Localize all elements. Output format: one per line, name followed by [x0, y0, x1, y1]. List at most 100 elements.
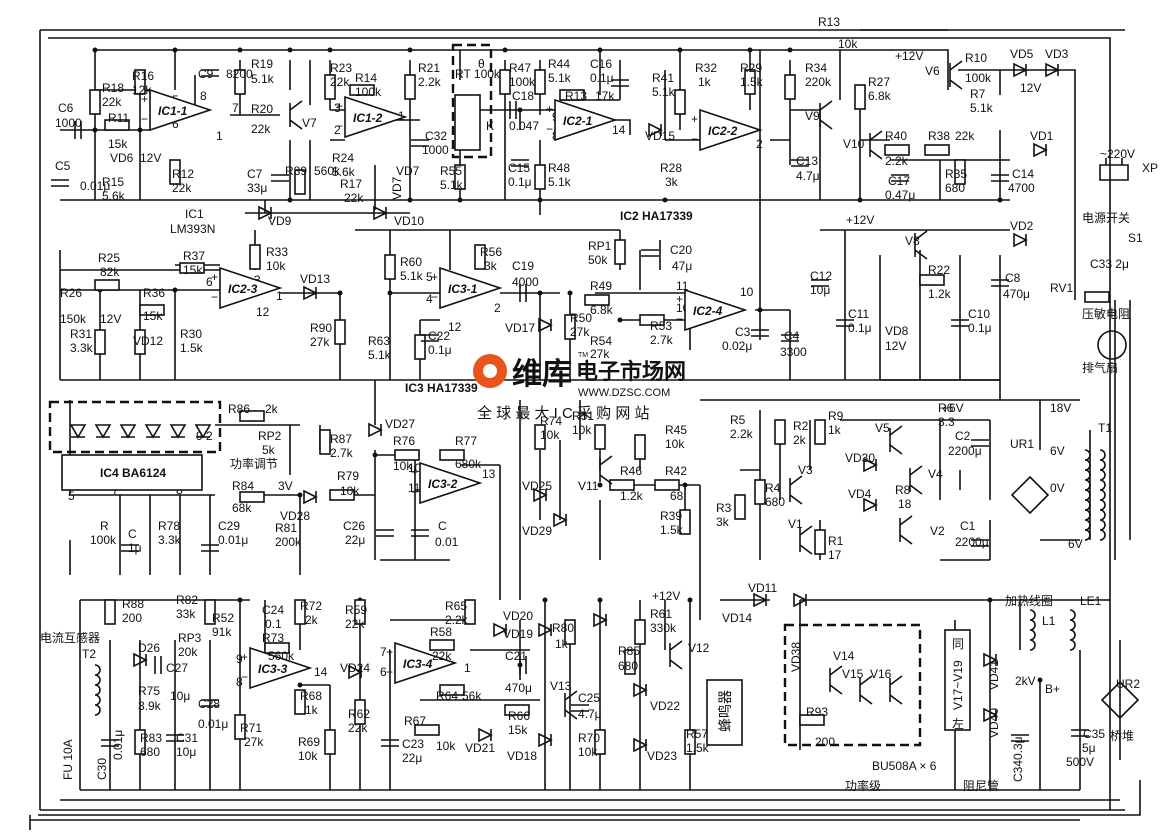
label-V8: V8 [905, 234, 920, 248]
label-V14: V14 [833, 649, 855, 663]
transistor-emitter [289, 119, 303, 130]
junction-dot [287, 197, 293, 203]
resistor-glyph [234, 714, 246, 740]
label-R75: R75 [138, 684, 160, 698]
label-R34: R34 [805, 61, 827, 75]
label-R75v: 3.9k [138, 699, 162, 713]
label-VD5: VD5 [1010, 47, 1034, 61]
junction-dot [327, 47, 333, 53]
pin-number: 10 [408, 461, 422, 475]
resistor-glyph [499, 69, 511, 95]
resistor-glyph [429, 639, 455, 651]
resistor-glyph [784, 74, 796, 100]
pin-number: 8 [236, 675, 243, 689]
label-VD9: VD9 [268, 214, 292, 228]
label-R49: R49 [590, 279, 612, 293]
label-C9: C9 [198, 67, 214, 81]
label-C34v: 0.3μ [1011, 736, 1025, 760]
transistor-emitter [669, 659, 683, 670]
label-L1: L1 [1042, 614, 1056, 628]
label-C29: C29 [218, 519, 240, 533]
label-fan: 排气扇 [1082, 360, 1118, 375]
transistor-collector [789, 475, 803, 486]
label-R86: R86 [228, 402, 250, 416]
ic4-chip [61, 454, 203, 491]
opamp-minus: − [411, 485, 418, 499]
label-VD23: VD23 [647, 749, 677, 763]
label-R13b: R13 [565, 89, 587, 103]
label-R56: R56 [480, 245, 502, 259]
label-VD19: VD19 [503, 627, 533, 641]
label-R15: R15 [102, 175, 124, 189]
label-R62v: 22k [348, 721, 368, 735]
label-C31: C31 [176, 731, 198, 745]
resistor-glyph [609, 479, 635, 491]
resistor-glyph [294, 599, 306, 625]
pin-number: 6 [206, 275, 213, 289]
label-R54v: 27k [590, 347, 610, 361]
label-R63v: 5.1k [368, 348, 392, 362]
label-R6: R6 [938, 401, 954, 415]
opamp-label: IC1-1 [158, 104, 188, 118]
vertical-labels: VD7 VD38 V17~V19 VD41 VD40 C34 0.3μ FU 1… [61, 176, 1025, 782]
label-RP2: RP2 [258, 429, 282, 443]
label-C10: C10 [968, 307, 990, 321]
resistor-glyph [134, 329, 146, 355]
label-R81: R81 [275, 521, 297, 535]
label-R33: R33 [266, 245, 288, 259]
resistor-glyph [799, 714, 825, 726]
resistor-glyph [234, 69, 246, 95]
resistor-glyph [439, 684, 465, 696]
label-R50v: 27k [570, 325, 590, 339]
transistor-emitter [799, 544, 813, 555]
resistor-glyph [169, 159, 181, 185]
led-icon [169, 424, 187, 439]
opamp-plus: + [141, 92, 148, 106]
label-VD30: VD30 [845, 451, 875, 465]
label-R71: R71 [240, 721, 262, 735]
opamp-label: IC3-3 [258, 662, 288, 676]
resistor-glyph [744, 69, 756, 95]
transistor-collector [889, 425, 903, 436]
resistor-glyph [854, 84, 866, 110]
opamp-minus: − [336, 119, 343, 133]
transistor-collector [859, 675, 873, 686]
label-C35u: 500V [1066, 755, 1094, 769]
opamp-minus: − [141, 112, 148, 126]
transistor-collector [899, 515, 913, 526]
resistor-glyph [954, 159, 966, 185]
label-R57: R57 [686, 727, 708, 741]
opamp-triangle [149, 88, 213, 132]
label-C16v: 0.1μ [590, 71, 614, 85]
label-R38: R38 [928, 129, 950, 143]
label-R37: R37 [183, 249, 205, 263]
resistor-glyph [239, 491, 265, 503]
label-R41v: 5.1k [652, 85, 676, 99]
transistor-emitter [949, 79, 963, 90]
label-K: K [486, 119, 494, 133]
opamp-plus: + [676, 292, 683, 306]
label-R15v: 5.6k [102, 189, 126, 203]
label-VD6v: 12V [140, 151, 161, 165]
label-R53v: 2.7k [650, 333, 674, 347]
label-VD28: VD28 [280, 509, 310, 523]
diode-glyph [863, 497, 878, 513]
label-buzzer: 蜂鸣器 [717, 690, 733, 732]
opamp-label: IC3-2 [428, 477, 458, 491]
pin-number: 6 [380, 665, 387, 679]
label-R46: R46 [620, 464, 642, 478]
label-R35: R35 [945, 167, 967, 181]
label-VD12v: 12V [100, 312, 121, 326]
resistor-glyph [654, 479, 680, 491]
resistor-glyph [924, 144, 950, 156]
label-RV1: RV1 [1050, 281, 1073, 295]
label-VD40: VD40 [987, 708, 1001, 738]
opamp-triangle [684, 288, 748, 332]
label-C5: C5 [55, 159, 71, 173]
label-power-stage: 功率级 [845, 778, 881, 793]
junction-dot [172, 287, 178, 293]
label-R65v: 2.2k [445, 613, 469, 627]
label-VD10: VD10 [394, 214, 424, 228]
label-UR2: UR2 [1116, 677, 1140, 691]
label-power-adj: 功率调节 [230, 456, 278, 471]
